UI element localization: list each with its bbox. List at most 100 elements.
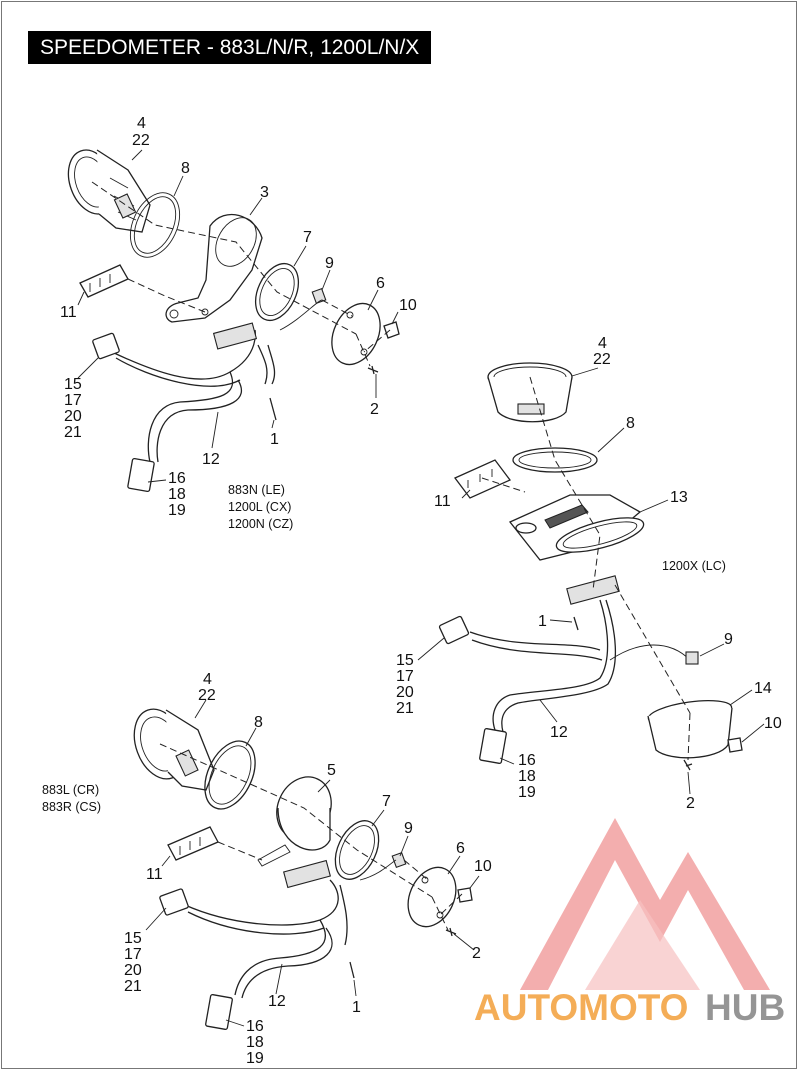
callout-2: 2 — [472, 945, 481, 962]
wire-harness-bottom — [159, 859, 397, 1031]
assembly-top-left — [67, 149, 400, 493]
reflector-top — [79, 264, 129, 298]
mounting-bracket-right — [508, 494, 645, 561]
callout-12: 12 — [202, 451, 220, 468]
speedometer-housing-right — [487, 362, 573, 423]
callout-19: 19 — [518, 784, 536, 801]
callout-22: 22 — [593, 351, 611, 368]
connector-top-main — [92, 332, 120, 360]
callout-12: 12 — [550, 724, 568, 741]
wire-harness-right — [438, 575, 699, 765]
callout-15: 15 — [124, 930, 142, 947]
callout-8: 8 — [254, 714, 263, 731]
callout-10: 10 — [399, 297, 417, 314]
callout-16: 16 — [246, 1018, 264, 1035]
callout-20: 20 — [396, 684, 414, 701]
callout-19: 19 — [168, 502, 186, 519]
callout-21: 21 — [396, 700, 414, 717]
back-cover-right — [647, 699, 733, 759]
gasket-ring-top — [129, 192, 181, 258]
callout-18: 18 — [518, 768, 536, 785]
model-label: 1200N (CZ) — [228, 517, 293, 531]
callout-15: 15 — [64, 376, 82, 393]
reflector-bottom — [167, 826, 219, 861]
callout-9: 9 — [404, 820, 413, 837]
screw-bottom-1 — [349, 961, 355, 979]
callout-9: 9 — [724, 631, 733, 648]
gasket-ring-bottom — [204, 740, 256, 810]
connector-bottom-lower — [205, 993, 233, 1031]
callout-10: 10 — [764, 715, 782, 732]
bulb-bottom — [391, 851, 407, 869]
callout-15: 15 — [396, 652, 414, 669]
callout-21: 21 — [124, 978, 142, 995]
callouts-right: 4 22 8 11 13 1 9 15 17 20 21 14 10 12 16… — [396, 335, 782, 812]
connector-right-main — [438, 615, 470, 645]
watermark-logo: AUTOMOTO HUB — [474, 818, 785, 1028]
callout-8: 8 — [626, 415, 635, 432]
callout-7: 7 — [382, 793, 391, 810]
assembly-right — [438, 362, 743, 771]
callout-18: 18 — [168, 486, 186, 503]
leader-lines — [77, 149, 765, 1027]
model-labels: 883N (LE) 1200L (CX) 1200N (CZ) 1200X (L… — [42, 483, 726, 814]
model-label: 883L (CR) — [42, 783, 99, 797]
watermark-text-automoto: AUTOMOTO — [474, 987, 688, 1028]
callout-2: 2 — [686, 795, 695, 812]
trim-ring-top — [254, 262, 300, 322]
callout-8: 8 — [181, 160, 190, 177]
screw-bottom-2 — [445, 927, 457, 937]
nut-bottom — [457, 887, 473, 903]
callouts-top-left: 4 22 8 3 7 9 6 10 11 15 17 20 21 2 1 12 … — [60, 115, 417, 519]
mounting-clamp-bottom — [257, 776, 332, 867]
nut-right — [727, 737, 743, 753]
callout-13: 13 — [670, 489, 688, 506]
callout-16: 16 — [518, 752, 536, 769]
nut-top — [383, 321, 400, 339]
callout-1: 1 — [538, 613, 547, 630]
callout-21: 21 — [64, 424, 82, 441]
screw-top-2 — [367, 365, 379, 375]
callout-11: 11 — [60, 304, 77, 321]
callout-17: 17 — [396, 668, 414, 685]
trim-ring-bottom — [334, 820, 380, 880]
model-label: 883R (CS) — [42, 800, 101, 814]
callout-18: 18 — [246, 1034, 264, 1051]
watermark-triangle-inner — [585, 900, 700, 990]
callout-20: 20 — [64, 408, 82, 425]
watermark-triangle — [520, 818, 770, 990]
callout-6: 6 — [456, 840, 465, 857]
speedometer-housing-bottom — [133, 708, 215, 791]
wire-harness-top — [92, 299, 323, 493]
callouts-bottom-left: 4 22 8 5 7 9 6 10 11 15 17 20 21 2 12 1 … — [124, 671, 492, 1067]
connector-right-lower — [479, 727, 507, 765]
callout-14: 14 — [754, 680, 772, 697]
mounting-bracket-top — [165, 213, 263, 323]
callout-22: 22 — [198, 687, 216, 704]
model-label: 1200L (CX) — [228, 500, 291, 514]
callout-4: 4 — [203, 671, 212, 688]
callout-11: 11 — [434, 493, 451, 510]
model-label: 883N (LE) — [228, 483, 285, 497]
reflector-right — [453, 459, 512, 499]
callout-16: 16 — [168, 470, 186, 487]
callout-17: 17 — [64, 392, 82, 409]
connector-bottom-main — [159, 888, 189, 916]
callout-5: 5 — [327, 762, 336, 779]
callout-17: 17 — [124, 946, 142, 963]
screw-right-2 — [683, 759, 693, 771]
callout-11: 11 — [146, 866, 163, 883]
callout-4: 4 — [598, 335, 607, 352]
callout-12: 12 — [268, 993, 286, 1010]
callout-6: 6 — [376, 275, 385, 292]
callout-9: 9 — [325, 255, 334, 272]
watermark-text-hub: HUB — [705, 987, 785, 1028]
callout-1: 1 — [352, 999, 361, 1016]
callout-22: 22 — [132, 132, 150, 149]
callout-10: 10 — [474, 858, 492, 875]
callout-2: 2 — [370, 401, 379, 418]
screw-top-1 — [269, 397, 277, 421]
